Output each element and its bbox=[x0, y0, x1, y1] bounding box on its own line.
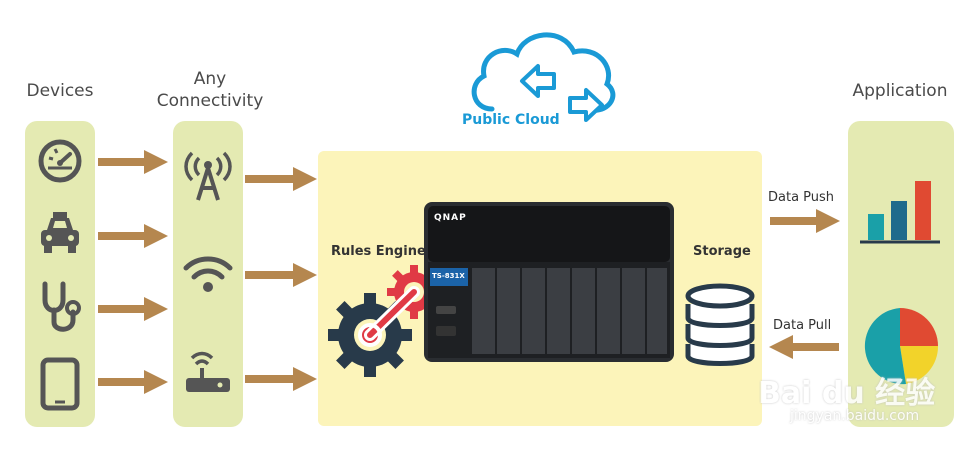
storage-database-icon bbox=[685, 283, 755, 366]
nas-brand-label: QNAP bbox=[434, 213, 467, 223]
public-cloud-label: Public Cloud bbox=[462, 112, 560, 128]
nas-device-icon bbox=[424, 202, 674, 362]
stethoscope-icon bbox=[42, 281, 81, 332]
pie-chart-icon bbox=[864, 308, 939, 385]
arrow-connectivity-2 bbox=[245, 263, 317, 287]
arrow-device-4 bbox=[98, 370, 168, 394]
arrow-connectivity-1 bbox=[245, 167, 317, 191]
nas-bays bbox=[472, 268, 667, 354]
car-icon bbox=[41, 212, 79, 253]
data-push-label: Data Push bbox=[768, 190, 835, 205]
connectivity-title-line2: Connectivity bbox=[156, 91, 264, 111]
speedometer-icon bbox=[38, 139, 82, 183]
data-push-arrow bbox=[770, 209, 840, 233]
rules-engine-gears-icon bbox=[328, 265, 441, 377]
watermark-logo: Bai du 经验 bbox=[758, 376, 936, 411]
bar-chart-icon bbox=[860, 181, 940, 244]
arrow-device-3 bbox=[98, 297, 168, 321]
arrow-connectivity-3 bbox=[245, 367, 317, 391]
devices-title: Devices bbox=[26, 81, 94, 101]
application-title: Application bbox=[852, 81, 948, 101]
rules-engine-label: Rules Engine bbox=[331, 244, 426, 259]
nas-model-label: TS-831X bbox=[432, 272, 465, 280]
public-cloud-icon bbox=[471, 32, 616, 122]
storage-label: Storage bbox=[693, 244, 751, 259]
watermark-url: jingyan.baidu.com bbox=[790, 408, 920, 424]
router-icon bbox=[186, 351, 230, 392]
devices-panel bbox=[25, 121, 95, 427]
arrow-device-2 bbox=[98, 224, 168, 248]
wifi-icon bbox=[183, 256, 233, 292]
connectivity-title-line1: Any bbox=[193, 69, 227, 89]
data-pull-label: Data Pull bbox=[773, 318, 832, 333]
data-pull-arrow bbox=[769, 335, 839, 359]
tablet-icon bbox=[40, 357, 80, 411]
cell-tower-icon bbox=[184, 151, 232, 201]
arrow-device-1 bbox=[98, 150, 168, 174]
